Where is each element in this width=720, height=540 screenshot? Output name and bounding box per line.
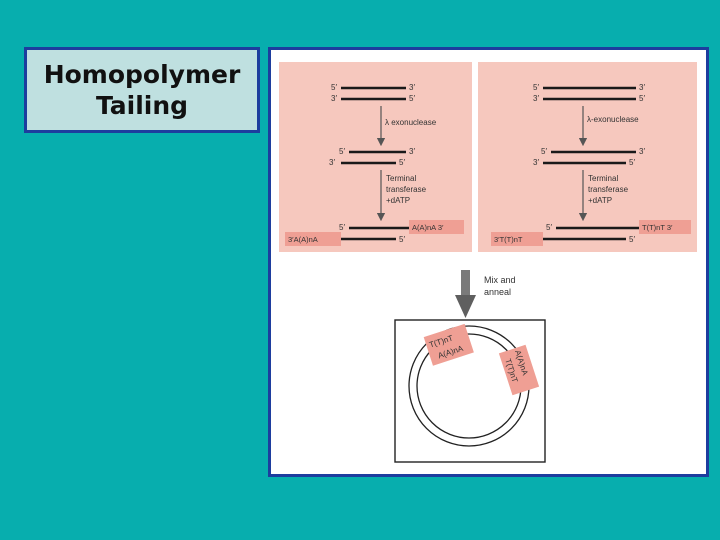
- left-mid-3r-label: 3′: [409, 147, 415, 156]
- left-top-5-label: 5′: [331, 83, 337, 92]
- anneal-arrow: [455, 270, 476, 318]
- slide-title-line2: Tailing: [95, 91, 189, 120]
- left-step2-line1: Terminal: [386, 174, 416, 183]
- right-step2-line1: Terminal: [588, 174, 618, 183]
- right-bot-3-label: 3′: [533, 94, 539, 103]
- slide-title-line1: Homopolymer: [43, 60, 241, 89]
- right-top-3-label: 3′: [639, 83, 645, 92]
- right-bot-5-label: 5′: [639, 94, 645, 103]
- step3-line1: Mix and: [484, 275, 516, 285]
- figure-frame: 5′ 3′ 3′ 5′ λ exonuclease 5′ 3′ 3′ 5′ Te…: [268, 47, 709, 477]
- left-tail-right-box: [409, 220, 464, 234]
- left-tail-left-label: 3′A(A)nA: [288, 235, 318, 244]
- right-mid-3l-label: 3′: [533, 158, 539, 167]
- left-step2-line3: +dATP: [386, 196, 410, 205]
- left-bot-5-label: 5′: [409, 94, 415, 103]
- right-step2-line3: +dATP: [588, 196, 612, 205]
- right-panel-content: 5′ 3′ 3′ 5′ λ-exonuclease 5′ 3′ 3′ 5′ Te…: [491, 83, 691, 246]
- left-bot-3-label: 3′: [331, 94, 337, 103]
- right-tail-left-box: [491, 232, 543, 246]
- left-mid-3l-label: 3′: [329, 158, 335, 167]
- left-step1-label: λ exonuclease: [385, 118, 437, 127]
- right-tail-right-label: T(T)nT 3′: [642, 223, 673, 232]
- left-end-5-label: 5′: [339, 223, 345, 232]
- left-end-5b-label: 5′: [399, 235, 405, 244]
- right-end-5-label: 5′: [546, 223, 552, 232]
- left-top-3-label: 3′: [409, 83, 415, 92]
- right-tail-right-box: [639, 220, 691, 234]
- right-mid-5r-label: 5′: [629, 158, 635, 167]
- right-tail-left-label: 3′T(T)nT: [494, 235, 523, 244]
- left-mid-5-label: 5′: [339, 147, 345, 156]
- right-step2-line2: transferase: [588, 185, 629, 194]
- slide-title-box: Homopolymer Tailing: [24, 47, 260, 133]
- left-tail-left-box: [285, 232, 341, 246]
- left-step2-line2: transferase: [386, 185, 427, 194]
- plasmid-label-b-box: [498, 344, 540, 396]
- right-mid-3r-label: 3′: [639, 147, 645, 156]
- left-mid-5r-label: 5′: [399, 158, 405, 167]
- plasmid-label-b: A(A)nA T(T)nT: [498, 344, 540, 396]
- left-panel-content: 5′ 3′ 3′ 5′ λ exonuclease 5′ 3′ 3′ 5′ Te…: [285, 83, 464, 246]
- right-end-5b-label: 5′: [629, 235, 635, 244]
- plasmid-label-a: T(T)nT A(A)nA: [423, 323, 474, 366]
- right-mid-5-label: 5′: [541, 147, 547, 156]
- right-top-5-label: 5′: [533, 83, 539, 92]
- left-tail-right-label: A(A)nA 3′: [412, 223, 444, 232]
- right-step1-label: λ-exonuclease: [587, 115, 639, 124]
- step3-line2: anneal: [484, 287, 511, 297]
- homopolymer-tailing-diagram: 5′ 3′ 3′ 5′ λ exonuclease 5′ 3′ 3′ 5′ Te…: [279, 62, 697, 463]
- plasmid-label-a-box: [423, 323, 474, 366]
